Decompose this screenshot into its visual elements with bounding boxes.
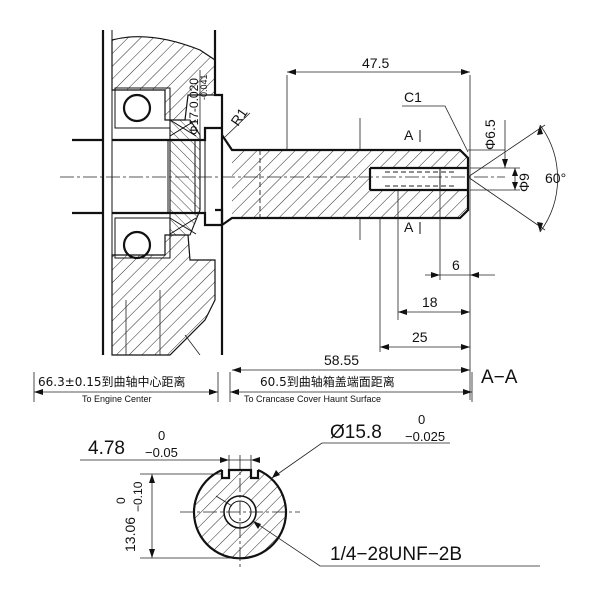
note-cover-distance-en: To Crancase Cover Haunt Surface	[244, 394, 381, 404]
dim-key-width-lower: −0.05	[145, 445, 178, 460]
engine-case-section	[72, 30, 224, 356]
dim-hole-9: Φ9	[516, 173, 532, 192]
dimension-lines	[33, 69, 558, 402]
dim-flat-height: 13.06	[122, 517, 138, 552]
dim-hole-6-5: Φ6.5	[482, 119, 498, 150]
section-mark-a-top: A	[404, 127, 414, 143]
dim-depth-18: 18	[422, 294, 438, 310]
dim-bore-tolerance: Φ17-0.020	[187, 78, 201, 135]
dim-depth-25: 25	[412, 329, 428, 345]
dim-shaft-diameter-upper: 0	[418, 412, 425, 427]
note-cover-distance: 60.5到曲轴箱盖端面距离	[260, 374, 395, 389]
dim-total-58-55: 58.55	[324, 352, 359, 368]
dim-chamfer-c1: C1	[404, 89, 422, 105]
output-shaft	[220, 134, 470, 226]
section-mark-a-bottom: A	[404, 219, 414, 235]
dim-shaft-diameter-lower: −0.025	[405, 429, 445, 444]
dim-shaft-diameter: Ø15.8	[330, 422, 382, 443]
dim-key-width: 4.78	[88, 438, 125, 459]
dim-flat-height-upper: 0	[114, 497, 128, 504]
dim-bore-tolerance-lower: -0.041	[199, 74, 209, 100]
note-engine-center: 66.3±0.15到曲轴中心距离	[38, 374, 186, 389]
dim-r1: R1	[227, 105, 250, 129]
note-engine-center-en: To Engine Center	[82, 394, 152, 404]
section-label-a-a: A−A	[481, 367, 518, 388]
dim-depth-6: 6	[452, 257, 460, 273]
dim-thread-spec: 1/4−28UNF−2B	[330, 544, 462, 565]
dim-flat-height-lower: −0.10	[131, 481, 145, 512]
dim-47-5: 47.5	[362, 55, 389, 71]
dim-key-width-upper: 0	[158, 428, 165, 443]
cross-section-a-a	[80, 442, 540, 570]
dim-angle-60: 60°	[545, 170, 566, 186]
